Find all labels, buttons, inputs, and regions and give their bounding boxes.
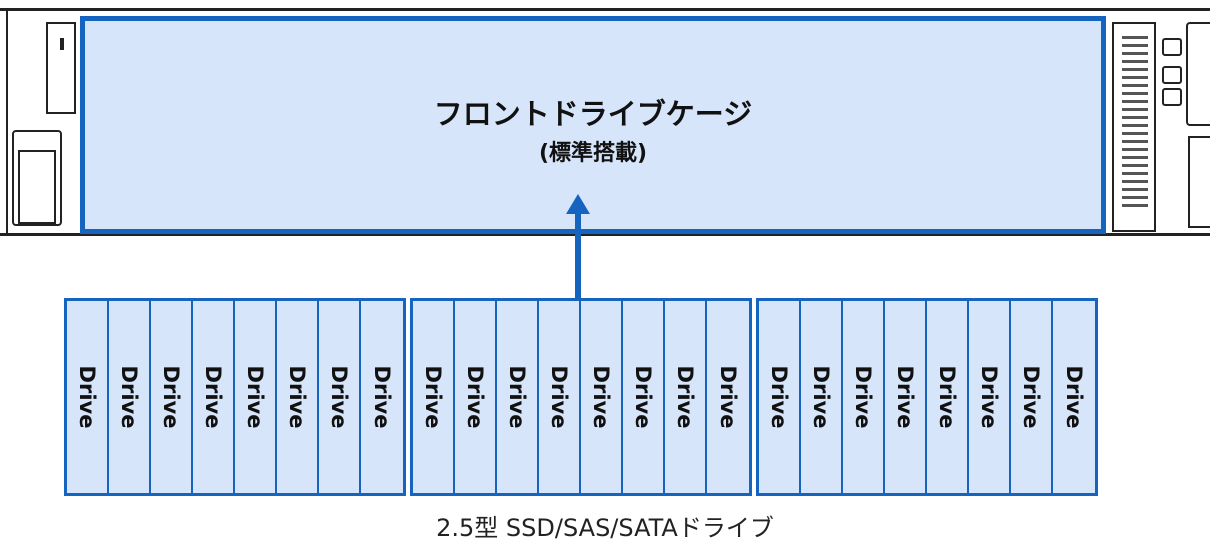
drive-slot: Drive — [707, 301, 749, 493]
drive-slot: Drive — [109, 301, 151, 493]
drive-slot: Drive — [885, 301, 927, 493]
vent-slat — [1122, 180, 1148, 183]
vent-slat — [1122, 164, 1148, 167]
vent-slat — [1122, 108, 1148, 111]
drive-slot: Drive — [455, 301, 497, 493]
drive-slot: Drive — [497, 301, 539, 493]
drive-label: Drive — [117, 365, 141, 429]
drive-slot: Drive — [969, 301, 1011, 493]
vent-slat — [1122, 204, 1148, 207]
vent-slat — [1122, 44, 1148, 47]
drive-label: Drive — [201, 365, 225, 429]
drive-label: Drive — [1019, 365, 1043, 429]
drive-label: Drive — [809, 365, 833, 429]
drive-slot: Drive — [539, 301, 581, 493]
drive-bay-1: Drive Drive Drive Drive Drive Drive Drive Drive — [64, 298, 406, 496]
left-edge — [6, 8, 76, 236]
drive-bay-3: Drive Drive Drive Drive Drive Drive Drive Drive — [756, 298, 1098, 496]
id-button — [1162, 88, 1182, 106]
vent-slat — [1122, 84, 1148, 87]
left-rack-ear-top — [46, 22, 76, 114]
drive-slot: Drive — [581, 301, 623, 493]
drive-label: Drive — [327, 365, 351, 429]
drive-slot: Drive — [801, 301, 843, 493]
left-ear-handle — [18, 150, 56, 224]
left-ear-latch — [60, 38, 64, 50]
drive-label: Drive — [75, 365, 99, 429]
cage-subtitle: (標準搭載) — [538, 141, 648, 166]
right-rack-ear-top — [1186, 22, 1210, 126]
drive-label: Drive — [673, 365, 697, 429]
vent-slat — [1122, 124, 1148, 127]
drive-label: Drive — [631, 365, 655, 429]
drive-label: Drive — [463, 365, 487, 429]
drive-label: Drive — [893, 365, 917, 429]
drive-slot: Drive — [843, 301, 885, 493]
vent-slat — [1122, 140, 1148, 143]
drive-label: Drive — [767, 365, 791, 429]
right-rack-ear-bottom — [1188, 136, 1210, 228]
drive-label: Drive — [159, 365, 183, 429]
vent-slat — [1122, 196, 1148, 199]
drive-label: Drive — [977, 365, 1001, 429]
drive-slot: Drive — [623, 301, 665, 493]
vent-slat — [1122, 188, 1148, 191]
drive-slot: Drive — [1011, 301, 1053, 493]
drive-slot: Drive — [413, 301, 455, 493]
drive-bay-2: Drive Drive Drive Drive Drive Drive Drive Drive — [410, 298, 752, 496]
drive-label: Drive — [421, 365, 445, 429]
front-drive-cage: フロントドライブケージ (標準搭載) — [80, 16, 1106, 234]
vent-slat — [1122, 52, 1148, 55]
vent-slat — [1122, 92, 1148, 95]
drive-slot: Drive — [151, 301, 193, 493]
drive-label: Drive — [851, 365, 875, 429]
drive-label: Drive — [547, 365, 571, 429]
drive-slot: Drive — [235, 301, 277, 493]
vent-slat — [1122, 132, 1148, 135]
drive-slot: Drive — [759, 301, 801, 493]
vent-slat — [1122, 148, 1148, 151]
drive-label: Drive — [589, 365, 613, 429]
drive-slot: Drive — [319, 301, 361, 493]
vent-slat — [1122, 36, 1148, 39]
vent-slat — [1122, 100, 1148, 103]
install-arrow-head — [566, 194, 590, 214]
drive-label: Drive — [1062, 365, 1086, 429]
drive-slot: Drive — [361, 301, 403, 493]
drive-label: Drive — [935, 365, 959, 429]
vent-slat — [1122, 60, 1148, 63]
drive-slot: Drive — [1053, 301, 1095, 493]
drive-label: Drive — [370, 365, 394, 429]
install-arrow-shaft — [575, 214, 581, 300]
drive-slot: Drive — [665, 301, 707, 493]
drive-slot: Drive — [277, 301, 319, 493]
drive-caption: 2.5型 SSD/SAS/SATAドライブ — [436, 514, 774, 542]
drive-label: Drive — [285, 365, 309, 429]
vent-slat — [1122, 156, 1148, 159]
drive-slot: Drive — [193, 301, 235, 493]
cage-title: フロントドライブケージ — [433, 97, 753, 131]
vent-slat — [1122, 116, 1148, 119]
drive-label: Drive — [243, 365, 267, 429]
drive-slot: Drive — [67, 301, 109, 493]
status-led — [1162, 66, 1182, 84]
drive-label: Drive — [505, 365, 529, 429]
vent-slat — [1122, 172, 1148, 175]
drive-label: Drive — [716, 365, 740, 429]
vent-slat — [1122, 68, 1148, 71]
power-button — [1162, 38, 1182, 56]
drive-slot: Drive — [927, 301, 969, 493]
vent-slat — [1122, 76, 1148, 79]
